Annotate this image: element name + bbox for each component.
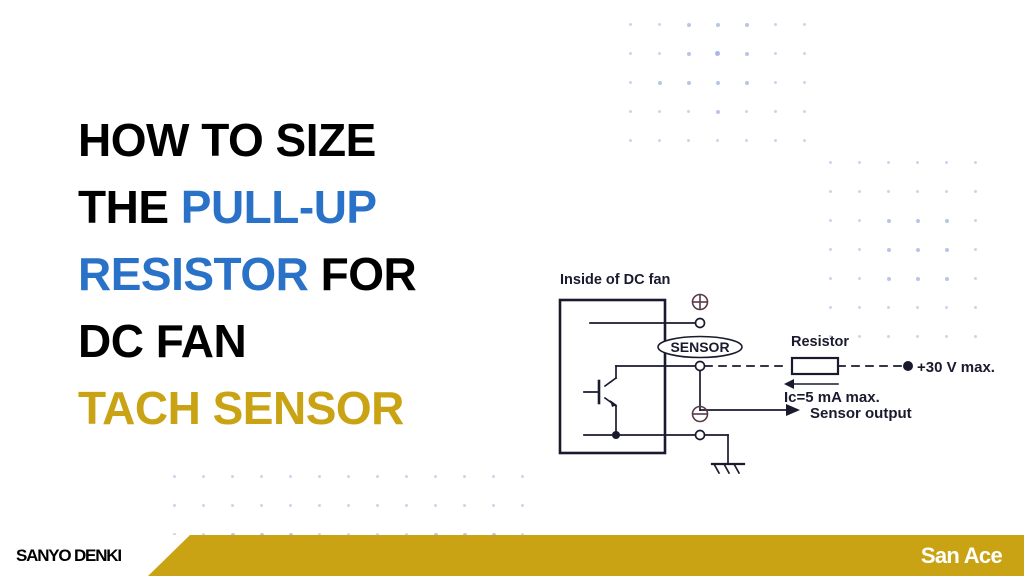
dot-grid-top-right: [616, 10, 819, 155]
plus-terminal-node: [694, 317, 706, 329]
sensor-label-text: SENSOR: [670, 339, 729, 355]
current-label: Ic=5 mA max.: [784, 389, 880, 406]
title-segment: HOW TO SIZE: [78, 113, 376, 166]
title-line-1: HOW TO SIZE: [78, 114, 376, 166]
title-segment: THE: [78, 180, 181, 233]
title-segment: DC FAN: [78, 314, 247, 367]
title-line-2: THE PULL-UP: [78, 181, 377, 233]
footer-bar: SANYO DENKI San Ace: [0, 535, 1024, 576]
page-title: HOW TO SIZE THE PULL-UP RESISTOR FOR DC …: [78, 107, 508, 442]
supply-node-dot: [903, 361, 913, 371]
circuit-diagram: Inside of DC fan SENSOR Resistor +30 V m…: [548, 268, 1008, 488]
ground-hatch-2: [722, 462, 731, 475]
fan-enclosure-box: [558, 298, 667, 455]
resistor-body: [790, 356, 840, 376]
title-line-3: RESISTOR FOR: [78, 247, 417, 300]
current-arrow-head: [784, 379, 794, 389]
ground-hatch-3: [732, 462, 741, 475]
minus-terminal-node: [694, 429, 706, 441]
sensor-output-label: Sensor output: [810, 405, 912, 422]
title-segment-highlight: PULL-UP: [180, 180, 377, 233]
product-logo-san-ace: San Ace: [920, 542, 1003, 568]
footer-gold-band: [148, 535, 1024, 576]
sensor-label-oval: [657, 335, 743, 359]
resistor-label: Resistor: [791, 334, 849, 350]
transistor-collector-leg: [603, 376, 618, 388]
junction-dot: [612, 431, 620, 439]
voltage-label: +30 V max.: [917, 359, 995, 376]
brand-logo-sanyo-denki: SANYO DENKI: [16, 545, 122, 565]
figure-caption-inside-of-dc-fan: Inside of DC fan: [560, 272, 670, 288]
sensor-output-arrow: [786, 404, 800, 416]
sensor-terminal-node: [694, 360, 706, 372]
plus-terminal-symbol: [691, 293, 709, 311]
title-line-5: TACH SENSOR: [78, 382, 404, 434]
ground-hatch-1: [712, 462, 721, 475]
title-segment: FOR: [308, 247, 417, 300]
title-segment-highlight: TACH SENSOR: [78, 381, 404, 434]
title-segment-highlight: RESISTOR: [78, 247, 309, 300]
transistor-emitter-arrow: [610, 400, 617, 407]
minus-terminal-symbol: [691, 405, 709, 423]
title-line-4: DC FAN: [78, 314, 247, 367]
